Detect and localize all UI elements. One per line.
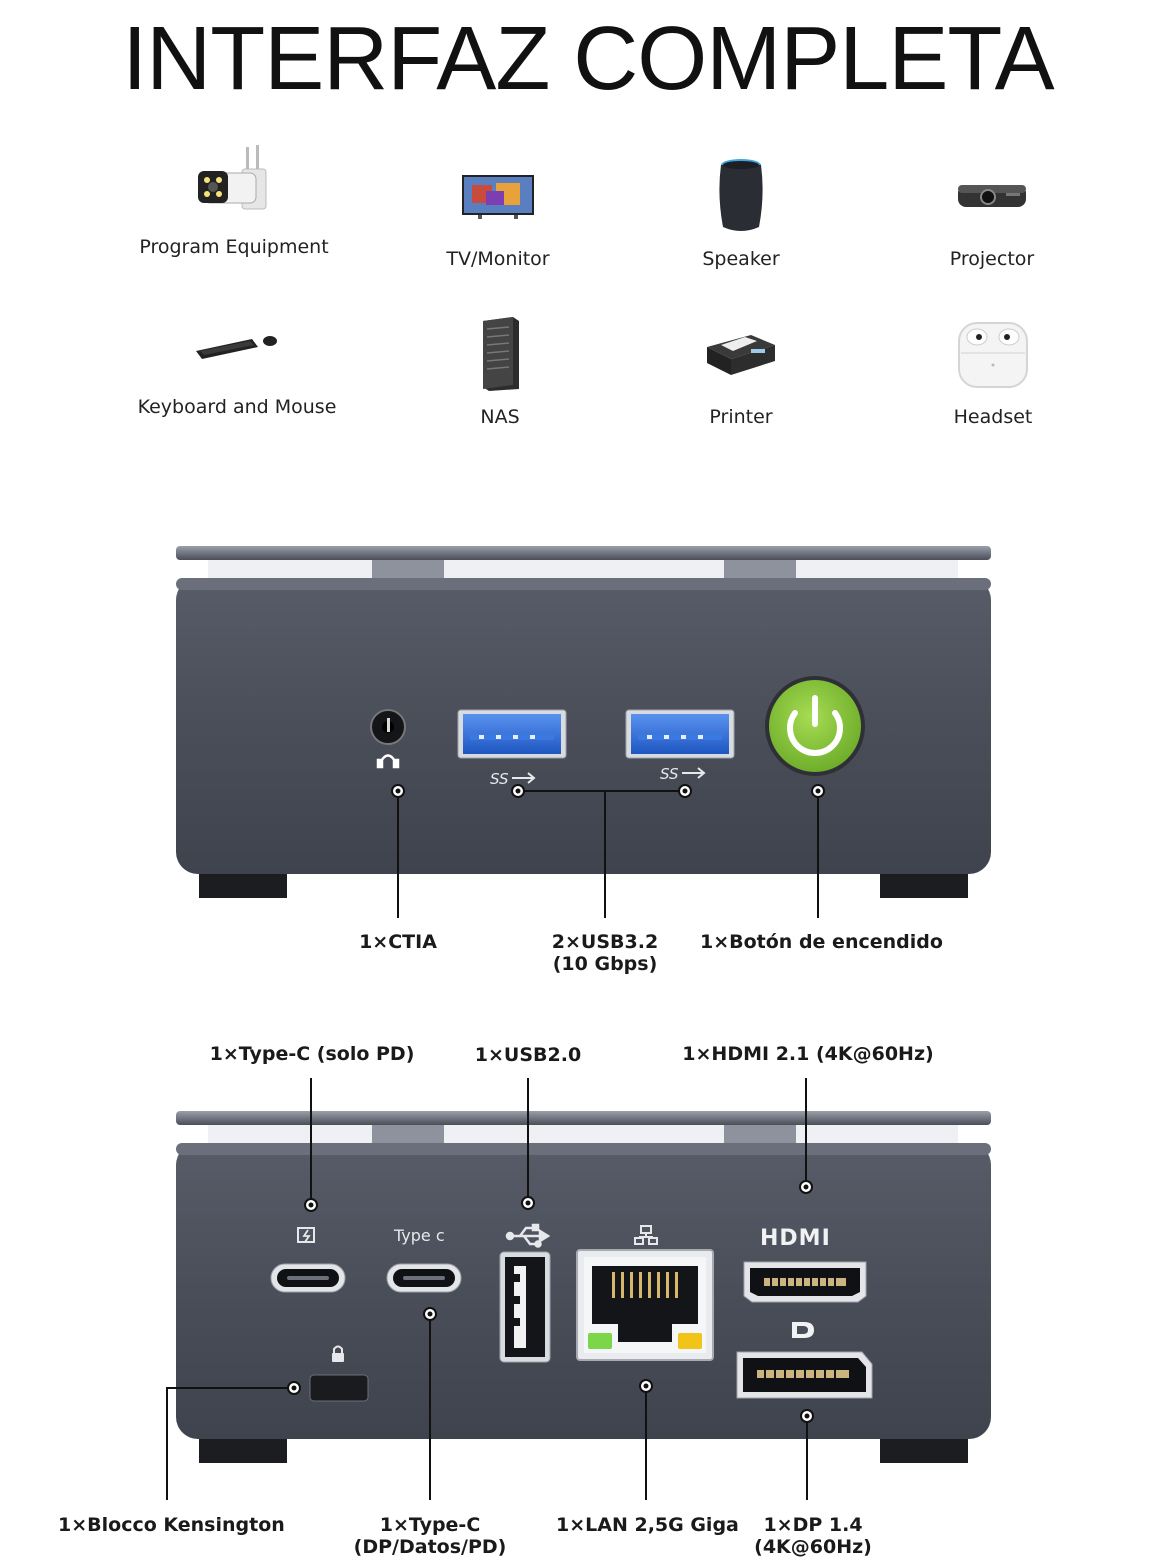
displayport-logo-icon	[792, 1322, 814, 1338]
label-lan: 1×LAN 2,5G Giga	[556, 1514, 739, 1536]
top-lid	[176, 1111, 991, 1125]
foot	[880, 874, 968, 898]
smart-speaker-icon	[641, 150, 841, 240]
device-label: Program Equipment	[139, 236, 329, 258]
label-type-c-dp-line2: (DP/Datos/PD)	[353, 1536, 507, 1558]
device-label: Projector	[949, 248, 1035, 270]
label-usb32-line2: (10 Gbps)	[552, 953, 658, 975]
power-button[interactable]	[765, 676, 865, 776]
device-tv-monitor: TV/Monitor	[398, 150, 598, 270]
device-program-equipment: Program Equipment	[134, 138, 334, 258]
earbuds-icon	[893, 308, 1093, 398]
label-usb2: 1×USB2.0	[474, 1044, 582, 1066]
headset-icon	[376, 754, 400, 769]
label-type-c-dp: 1×Type-C (DP/Datos/PD)	[345, 1514, 515, 1558]
superspeed-icon: SS	[660, 765, 679, 783]
device-speaker: Speaker	[641, 150, 841, 270]
label-ctia: 1×CTIA	[359, 931, 437, 953]
network-icon	[634, 1225, 658, 1245]
top-lid	[176, 546, 991, 560]
device-label: Keyboard and Mouse	[137, 396, 337, 418]
label-power-button: 1×Botón de encendido	[700, 931, 943, 953]
activity-led-yellow	[678, 1333, 702, 1349]
foot	[199, 874, 287, 898]
label-kensington: 1×Blocco Kensington	[58, 1514, 285, 1536]
type-c-dp-port	[386, 1263, 462, 1293]
foot	[880, 1439, 968, 1463]
foot	[199, 1439, 287, 1463]
tv-monitor-icon	[398, 150, 598, 240]
device-label: Printer	[709, 406, 773, 428]
projector-icon	[892, 150, 1092, 240]
link-led-green	[588, 1333, 612, 1349]
device-headset: Headset	[893, 308, 1093, 428]
nas-tower-icon	[400, 308, 600, 398]
device-projector: Projector	[892, 150, 1092, 270]
label-type-c-pd: 1×Type-C (solo PD)	[209, 1043, 415, 1065]
lock-icon	[332, 1345, 344, 1362]
callout-lines-back	[166, 1078, 808, 1500]
printer-icon	[641, 308, 841, 398]
device-label: TV/Monitor	[446, 248, 550, 270]
hdmi-logo-icon: HDMI	[760, 1226, 831, 1251]
hdmi-port	[743, 1261, 867, 1303]
page-title: INTERFAZ COMPLETA	[122, 9, 1054, 109]
callout-lines-front	[397, 790, 819, 918]
label-usb32: 2×USB3.2 (10 Gbps)	[530, 931, 680, 975]
usb2-port	[499, 1251, 551, 1363]
type-c-mark: Type c	[393, 1226, 445, 1245]
label-displayport-line2: (4K@60Hz)	[754, 1536, 872, 1558]
label-usb32-line1: 2×USB3.2	[551, 931, 659, 953]
chassis-front	[176, 578, 991, 874]
label-hdmi: 1×HDMI 2.1 (4K@60Hz)	[682, 1043, 934, 1065]
device-label: NAS	[480, 406, 520, 428]
usb3-port-2	[625, 709, 735, 759]
superspeed-icon: SS	[490, 770, 509, 788]
power-delivery-icon	[297, 1227, 315, 1243]
device-keyboard-mouse: Keyboard and Mouse	[137, 298, 337, 418]
usb-icon	[505, 1223, 551, 1248]
device-nas: NAS	[400, 308, 600, 428]
usb3-port-1	[457, 709, 567, 759]
power-icon	[787, 710, 843, 756]
security-camera-icon	[134, 138, 334, 228]
label-displayport: 1×DP 1.4 (4K@60Hz)	[748, 1514, 878, 1558]
device-printer: Printer	[641, 308, 841, 428]
kensington-slot	[309, 1374, 369, 1402]
type-c-pd-port	[270, 1263, 346, 1293]
device-label: Headset	[953, 406, 1033, 428]
label-displayport-line1: 1×DP 1.4	[763, 1514, 863, 1536]
displayport-port	[736, 1351, 873, 1399]
keyboard-mouse-icon	[137, 298, 337, 388]
lan-port	[576, 1249, 714, 1361]
device-label: Speaker	[702, 248, 780, 270]
label-type-c-dp-line1: 1×Type-C	[379, 1514, 481, 1536]
audio-jack-port	[370, 709, 406, 745]
